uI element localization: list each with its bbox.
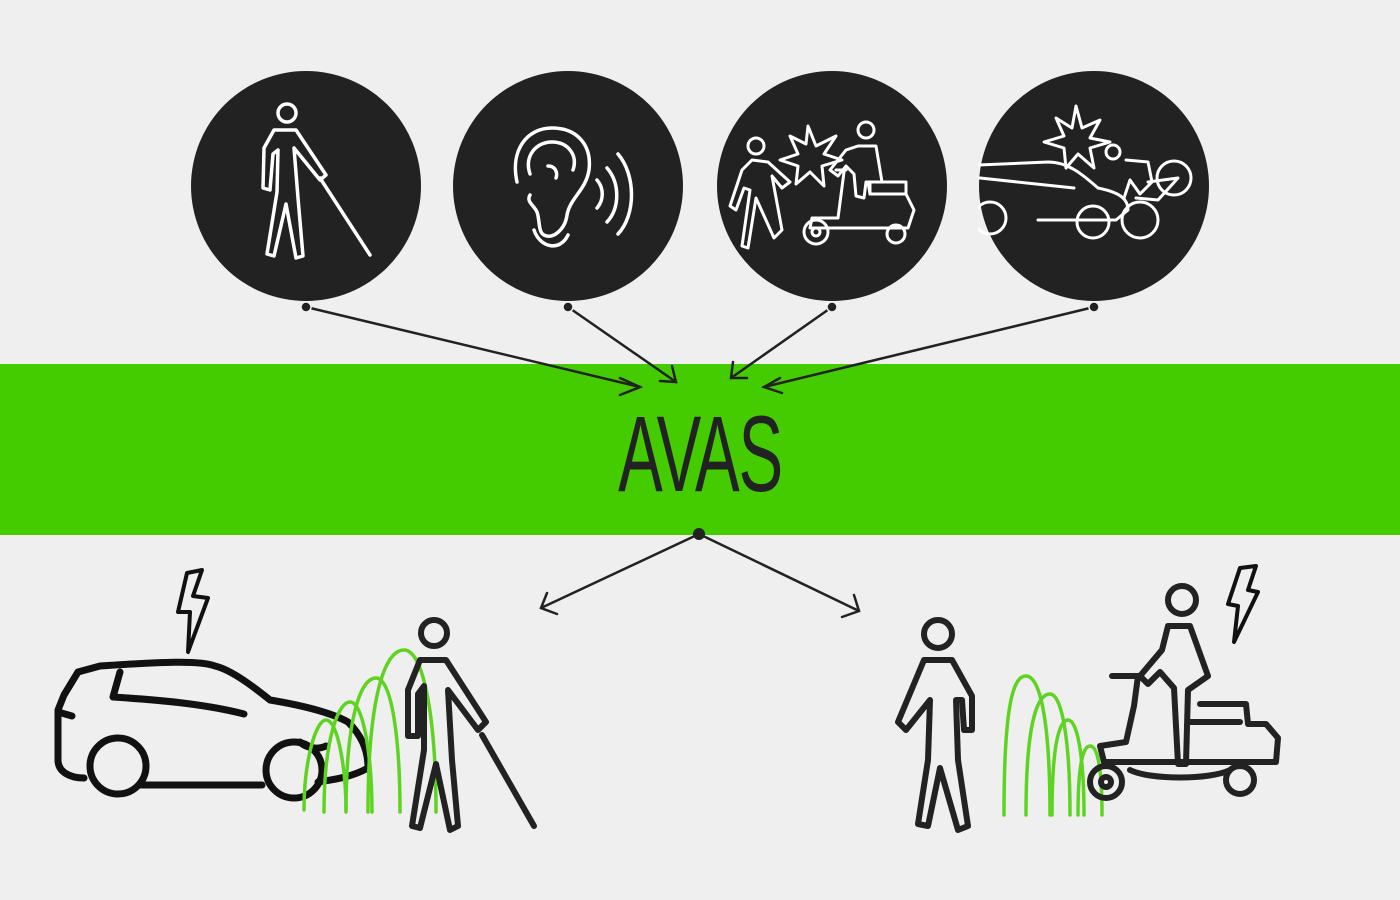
lightning-bolt-icon [1226, 564, 1260, 644]
avas-green-band [0, 364, 1400, 535]
sound-wave-icon [302, 648, 438, 814]
avas-title: AVAS [618, 393, 783, 514]
ear-with-sound-waves-icon [453, 71, 683, 301]
visually-impaired-pedestrian-icon [191, 71, 421, 301]
electric-scooter-rider-icon [1087, 583, 1281, 801]
pedestrian-scooter-collision-icon [717, 71, 947, 301]
pedestrian-icon [895, 617, 975, 833]
blind-person-with-cane-icon [405, 617, 537, 833]
car-bicycle-collision-icon [978, 71, 1209, 301]
lightning-bolt-icon [176, 568, 210, 654]
sound-wave-icon [1002, 674, 1104, 817]
